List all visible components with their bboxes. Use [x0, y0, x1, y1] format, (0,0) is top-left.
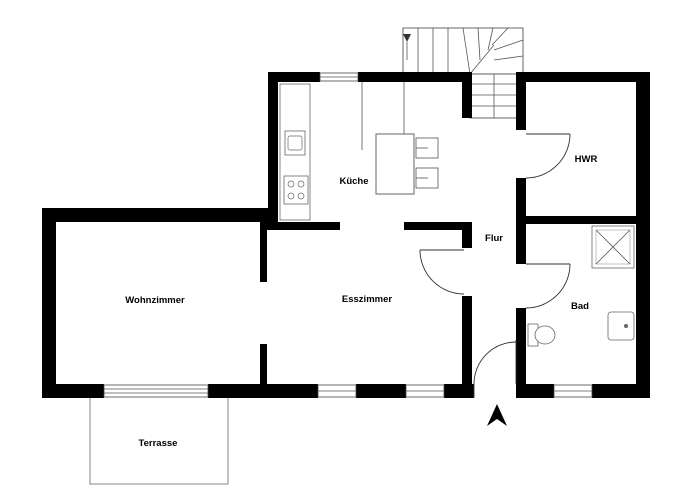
- label-bad: Bad: [571, 301, 589, 312]
- label-wohnzimmer: Wohnzimmer: [125, 295, 185, 306]
- staircase: [402, 27, 525, 119]
- kitchen-fixtures: [279, 82, 439, 221]
- stove: [283, 175, 309, 205]
- stair-arrow: [403, 34, 411, 42]
- washbasin: [607, 311, 635, 341]
- bathroom-fixtures: [527, 225, 635, 347]
- label-esszimmer: Esszimmer: [342, 294, 392, 305]
- label-terrasse: Terrasse: [139, 438, 178, 449]
- doors: [419, 133, 571, 398]
- terrace-area: [89, 395, 229, 485]
- walls: [42, 72, 650, 398]
- label-hwr: HWR: [575, 154, 598, 165]
- label-kueche: Küche: [339, 176, 368, 187]
- entrance-arrow: [487, 404, 507, 426]
- dining-table: [375, 133, 415, 195]
- label-flur: Flur: [485, 233, 503, 244]
- windows: [103, 72, 593, 398]
